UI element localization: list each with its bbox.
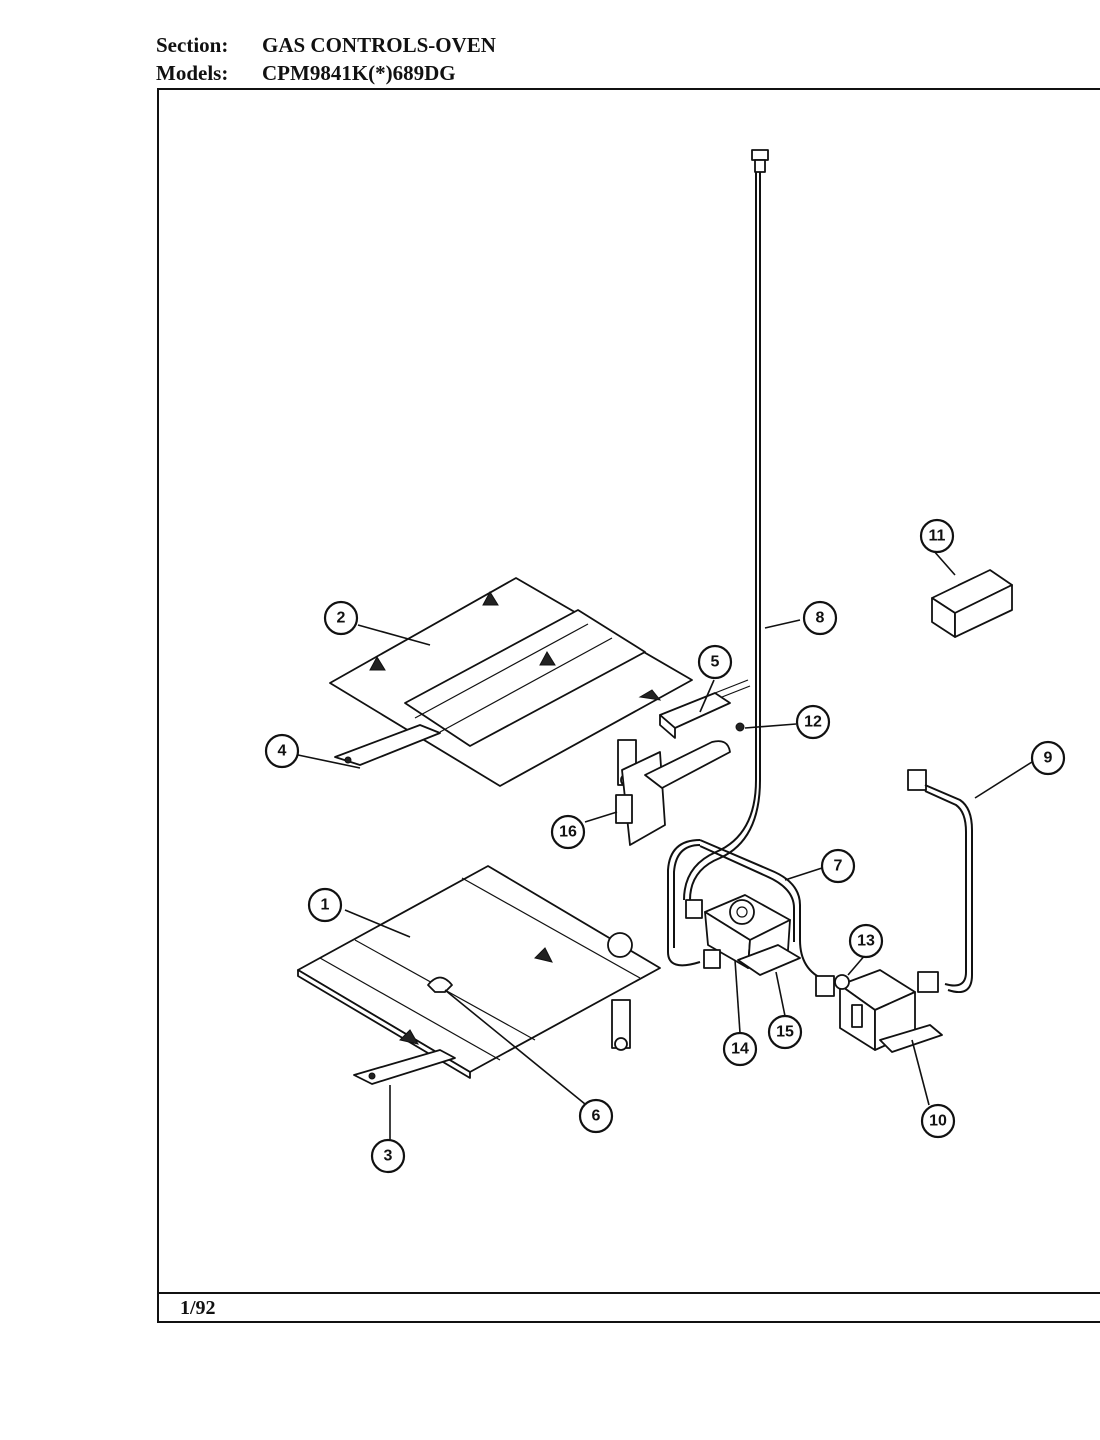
svg-text:1: 1 — [321, 897, 330, 914]
part-3-mounting-bracket — [353, 1049, 456, 1085]
footer-divider — [157, 1292, 1100, 1294]
svg-text:16: 16 — [559, 824, 577, 841]
svg-text:9: 9 — [1044, 750, 1053, 767]
callout-3: 3 — [370, 1138, 406, 1174]
leader-lines — [297, 549, 1033, 1140]
part-9-gas-tube — [907, 769, 973, 994]
part-5-igniter — [659, 679, 751, 739]
part-11-spark-module — [931, 569, 1013, 638]
callout-16: 16 — [550, 814, 586, 850]
part-10-oven-valve — [815, 969, 943, 1053]
svg-text:13: 13 — [857, 933, 875, 950]
callout-8: 8 — [802, 600, 838, 636]
part-1-lower-shield — [297, 865, 661, 1079]
callout-11: 11 — [919, 518, 955, 554]
svg-text:8: 8 — [816, 610, 825, 627]
svg-text:4: 4 — [278, 743, 287, 760]
svg-text:7: 7 — [834, 858, 843, 875]
part-13-fitting — [834, 974, 850, 990]
svg-text:14: 14 — [731, 1041, 749, 1058]
callout-9: 9 — [1030, 740, 1066, 776]
callout-1: 1 — [307, 887, 343, 923]
svg-text:15: 15 — [776, 1024, 794, 1041]
callout-2: 2 — [323, 600, 359, 636]
part-7-tubing — [667, 839, 826, 981]
callout-6: 6 — [578, 1098, 614, 1134]
callout-13: 13 — [848, 923, 884, 959]
part-8-pilot-tube — [683, 149, 769, 901]
svg-text:12: 12 — [804, 714, 822, 731]
callout-7: 7 — [820, 848, 856, 884]
svg-text:11: 11 — [929, 528, 946, 545]
callout-4: 4 — [264, 733, 300, 769]
models-label: Models: — [156, 61, 229, 85]
models-value: CPM9841K(*)689DG — [262, 61, 456, 85]
section-label: Section: — [156, 33, 229, 57]
part-4-mounting-bracket — [334, 724, 441, 766]
svg-text:5: 5 — [711, 654, 720, 671]
diagram-frame — [157, 88, 1100, 1323]
callout-14: 14 — [722, 1031, 758, 1067]
svg-text:2: 2 — [337, 610, 346, 627]
svg-text:6: 6 — [592, 1108, 601, 1125]
callout-12: 12 — [795, 704, 831, 740]
part-15-regulator-bracket — [737, 944, 801, 976]
svg-text:10: 10 — [929, 1113, 947, 1130]
footer-date: 1/92 — [180, 1297, 216, 1319]
section-title: GAS CONTROLS-OVEN — [262, 33, 496, 57]
callout-5: 5 — [697, 644, 733, 680]
part-16-elbow-fitting — [615, 740, 731, 846]
callout-15: 15 — [767, 1014, 803, 1050]
callout-10: 10 — [920, 1103, 956, 1139]
svg-text:3: 3 — [384, 1148, 393, 1165]
part-12-screw — [735, 722, 745, 732]
